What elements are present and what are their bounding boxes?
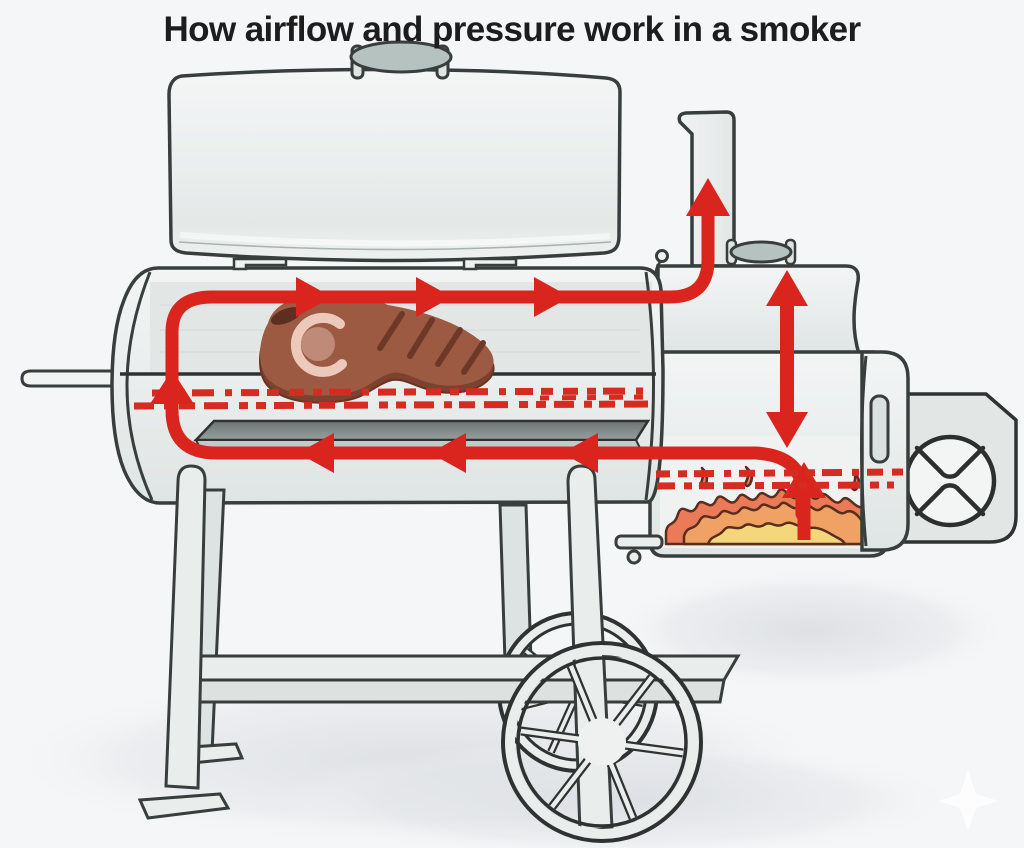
grate-tray xyxy=(193,419,651,449)
cart xyxy=(137,464,741,843)
firebox-heat-dashes xyxy=(649,468,907,490)
firebox-latch xyxy=(614,534,664,565)
damper-plate xyxy=(888,392,1018,544)
bottom-arrowhead xyxy=(562,433,598,473)
open-lid xyxy=(167,40,622,263)
wheel-hub xyxy=(578,718,626,766)
lid-hinge-right xyxy=(462,257,518,271)
firebox-lid-handle xyxy=(725,238,797,266)
lid-stop-pin xyxy=(654,249,669,278)
grill-marks xyxy=(377,311,486,375)
flames xyxy=(664,464,888,546)
front-left-foot xyxy=(137,792,231,820)
lid-handle xyxy=(349,40,453,80)
heat-dashes xyxy=(129,387,659,410)
left-up-arrowhead xyxy=(150,370,194,404)
top-arrowhead xyxy=(296,277,332,317)
bottom-arrowhead xyxy=(430,433,466,473)
front-left-leg xyxy=(164,464,207,790)
air-intake-damper xyxy=(903,434,997,528)
skewer-rod xyxy=(20,369,124,388)
firebox-connector xyxy=(656,238,862,356)
page-title: How airflow and pressure work in a smoke… xyxy=(163,10,861,49)
pressure-double-arrow xyxy=(766,270,808,448)
chimney-up-arrow xyxy=(686,178,730,216)
steak xyxy=(259,295,495,404)
top-arrowhead xyxy=(534,277,570,317)
lid-hinge-left xyxy=(232,257,288,271)
sparkle xyxy=(938,770,999,831)
steak-bone xyxy=(290,312,347,377)
airflow-loop-arrows xyxy=(150,178,907,540)
front-wheel xyxy=(501,641,703,843)
bottom-arrowhead xyxy=(298,433,334,473)
top-arrowhead xyxy=(416,277,452,317)
firebox-vent-slot xyxy=(869,394,890,464)
fire-up-arrow xyxy=(782,462,826,540)
